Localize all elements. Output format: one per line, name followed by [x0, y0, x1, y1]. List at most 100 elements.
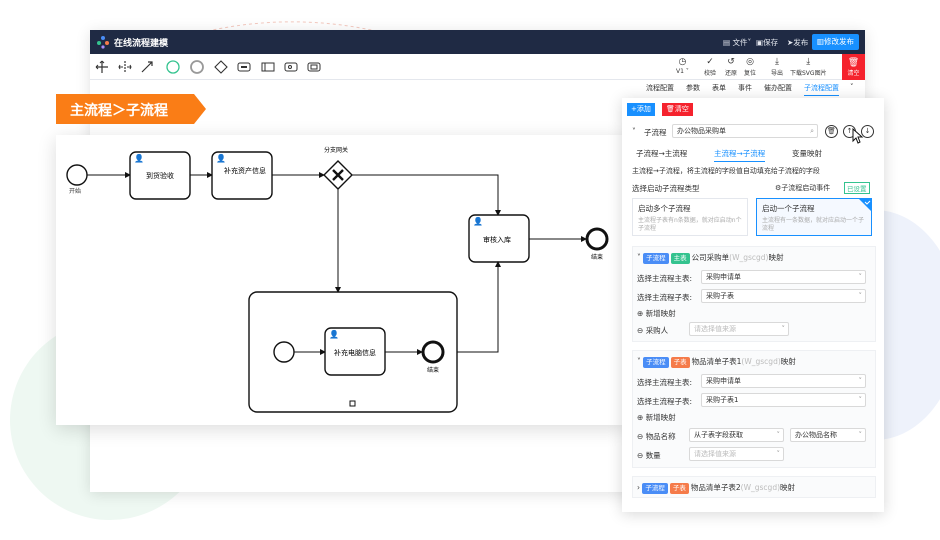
- banner-text: 主流程＞子流程: [70, 103, 168, 119]
- clear-button[interactable]: 🗑清空: [662, 103, 693, 116]
- end-event-tool-icon[interactable]: [190, 60, 204, 74]
- check-icon: ✓: [706, 57, 714, 67]
- subtab-sub-to-main[interactable]: 子流程→主流程: [636, 149, 688, 158]
- user-task-icon: 👤: [216, 153, 226, 163]
- s2-field2: ⊖ 数量: [637, 450, 661, 461]
- start-event-tool-icon[interactable]: [166, 60, 180, 74]
- s2-field2-source-select[interactable]: 请选择值来源˅: [689, 447, 784, 461]
- subflow-value: 办公物品采购单: [677, 127, 726, 135]
- card-multiple-subflow[interactable]: 启动多个子流程 主流程子表有n条数据，就对应启动n个子流程: [632, 198, 748, 236]
- s1-main-select[interactable]: 采购申请单˅: [701, 270, 866, 284]
- start-event[interactable]: [66, 164, 88, 186]
- export-button[interactable]: ⤓导出: [771, 57, 783, 77]
- minus-circle-icon[interactable]: ⊖: [637, 451, 644, 460]
- subprocess-config-panel: +添加 🗑清空 ˅ 子流程 办公物品采购单⌕ 🗑 ↑ ↓ 子流程→主流程 主流程…: [622, 98, 884, 512]
- collapse-chevron-icon[interactable]: ˅: [632, 127, 636, 136]
- save-button[interactable]: ▣保存: [756, 37, 778, 48]
- tab-form[interactable]: 表单: [712, 84, 726, 92]
- add-button[interactable]: +添加: [627, 103, 655, 116]
- sub-start-event[interactable]: [273, 341, 295, 363]
- sub-end-event[interactable]: [421, 340, 445, 364]
- subtab-variable-map[interactable]: 变量映射: [792, 149, 822, 158]
- s2-add-map-button[interactable]: ⊕ 新增映射: [637, 412, 676, 423]
- sub-end-label: 结束: [427, 366, 439, 374]
- s1-field-source-select[interactable]: 请选择值来源˅: [689, 322, 789, 336]
- bpmn-diagram: 开始 👤 到货验收 👤 补充资产信息 分支网关 👤 审核入库: [66, 146, 609, 413]
- image-download-icon: ⤓: [806, 57, 811, 67]
- section1-header[interactable]: ˅ 子流程主表公司采购单(W_gscgd)映射: [637, 253, 784, 264]
- task-tool-icon[interactable]: [237, 60, 251, 74]
- s1-add-map-label: 新增映射: [645, 309, 676, 318]
- mapping-section-3[interactable]: › 子流程子表物品清单子表2(W_gscgd)映射: [632, 476, 876, 498]
- clear-canvas-button[interactable]: 🗑清空: [842, 54, 865, 80]
- space-tool-icon[interactable]: [118, 60, 132, 74]
- add-label: 添加: [636, 105, 651, 113]
- reset-button[interactable]: ◎复位: [744, 57, 756, 77]
- gear-icon: ⚙: [775, 184, 782, 192]
- restore-button[interactable]: ↺还原: [725, 57, 737, 77]
- s1-sub-value: 采购子表: [706, 292, 734, 300]
- connect-tool-icon[interactable]: [140, 60, 154, 74]
- tab-params[interactable]: 参数: [686, 84, 700, 92]
- gateway-tool-icon[interactable]: [214, 60, 228, 74]
- pool-tool-icon[interactable]: [261, 60, 275, 74]
- user-task-icon: 👤: [329, 329, 339, 339]
- tab-events[interactable]: 事件: [738, 84, 752, 92]
- minus-circle-icon[interactable]: ⊖: [637, 432, 644, 441]
- s1-code: (W_gscgd): [729, 253, 769, 262]
- save-icon: ▣: [756, 38, 764, 47]
- s2-field1-source-select[interactable]: 从子表字段获取˅: [689, 428, 784, 442]
- subtab-main-to-sub[interactable]: 主流程→子流程: [714, 148, 766, 162]
- s2-field1-value: 办公物品名称: [795, 431, 837, 439]
- chevron-down-icon: ˅: [858, 396, 863, 404]
- export-label: 导出: [771, 70, 784, 77]
- s1-main-value: 采购申请单: [706, 273, 741, 281]
- version-select[interactable]: ◷V1 ˅: [676, 57, 689, 75]
- start-event-link[interactable]: ⚙子流程启动事件: [775, 183, 830, 193]
- section2-header[interactable]: ˅ 子流程子表物品清单子表1(W_gscgd)映射: [637, 357, 796, 368]
- diagram-canvas[interactable]: 开始 👤 到货验收 👤 补充资产信息 分支网关 👤 审核入库: [56, 135, 626, 425]
- subprocess-tool-icon[interactable]: [284, 60, 298, 74]
- s1-name: 公司采购单: [691, 253, 730, 262]
- s2-sub-select[interactable]: 采购子表1 ˅: [701, 393, 866, 407]
- save-label: 保存: [763, 38, 779, 47]
- tab-process-config[interactable]: 流程配置: [646, 84, 674, 92]
- card-single-subflow[interactable]: 启动一个子流程 主流程有一条数据，就对应启动一个子流程: [756, 198, 872, 236]
- publish-button[interactable]: ➤发布: [787, 37, 808, 48]
- s2-sub-value: 采购子表1: [706, 396, 739, 404]
- search-icon: ⌕: [810, 127, 814, 135]
- card1-desc: 主流程子表有n条数据，就对应启动n个子流程: [638, 217, 742, 232]
- version-icon: ◷: [678, 57, 687, 67]
- end-label: 结束: [591, 253, 603, 261]
- s2-main-select[interactable]: 采购申请单˅: [701, 374, 866, 388]
- task-audit-storage-label: 审核入库: [483, 235, 511, 244]
- file-menu[interactable]: ▤ 文件˅: [723, 38, 752, 47]
- move-down-icon[interactable]: ↓: [861, 125, 874, 138]
- s1-add-map-button[interactable]: ⊕ 新增映射: [637, 308, 676, 319]
- tab-subprocess-config[interactable]: 子流程配置: [804, 83, 839, 96]
- user-task-icon: 👤: [473, 216, 483, 226]
- s2-main-label: 选择主流程主表:: [637, 378, 693, 387]
- config-tabs: 流程配置 参数 表单 事件 催办配置 子流程配置 ˅: [642, 80, 865, 96]
- reset-label: 复位: [744, 70, 757, 77]
- delete-icon[interactable]: 🗑: [825, 125, 838, 138]
- task-goods-check-label: 到货验收: [146, 171, 174, 180]
- file-icon: ▤: [723, 38, 731, 47]
- end-event[interactable]: [585, 227, 609, 251]
- download-svg-button[interactable]: ⤓下载SVG图片: [790, 57, 827, 77]
- tabs-more-chevron-icon[interactable]: ˅: [850, 83, 854, 91]
- call-activity-tool-icon[interactable]: [307, 60, 321, 74]
- hand-tool-icon[interactable]: [95, 60, 109, 74]
- subflow-search-input[interactable]: 办公物品采购单 ⌕: [672, 124, 818, 138]
- s1-sub-select[interactable]: 采购子表˅: [701, 289, 866, 303]
- section3-header[interactable]: › 子流程子表物品清单子表2(W_gscgd)映射: [637, 483, 796, 494]
- validate-button[interactable]: ✓校验: [704, 57, 716, 77]
- minus-circle-icon[interactable]: ⊖: [637, 326, 644, 335]
- tab-reminder[interactable]: 催办配置: [764, 84, 792, 92]
- start-label: 开始: [69, 187, 81, 195]
- s2-field1-value-select[interactable]: 办公物品名称˅: [790, 428, 866, 442]
- edit-publish-button[interactable]: ▥修改发布: [811, 34, 859, 50]
- s2-tag-subflow: 子流程: [643, 357, 669, 368]
- chevron-down-icon: ˅: [776, 431, 781, 439]
